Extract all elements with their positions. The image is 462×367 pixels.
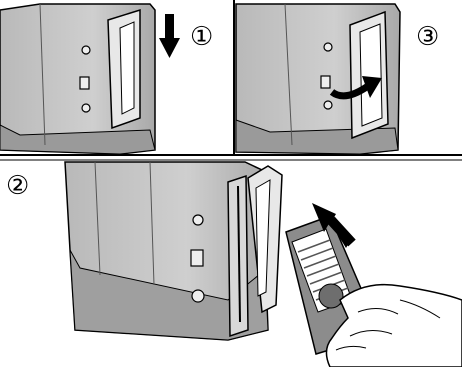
terminal-square-icon bbox=[190, 249, 204, 267]
terminal-square-icon bbox=[79, 76, 90, 90]
camera-bottom-1 bbox=[0, 124, 156, 155]
card-slot bbox=[227, 174, 249, 338]
terminal-circle-icon bbox=[81, 103, 91, 113]
terminal-circle-icon bbox=[191, 289, 205, 303]
step-number-1: ① bbox=[190, 22, 213, 52]
terminal-square-icon bbox=[320, 75, 331, 89]
terminal-circle-icon bbox=[323, 42, 333, 52]
panel-dividers bbox=[0, 0, 462, 161]
panel-step-3: ③ bbox=[235, 3, 439, 155]
curved-arrow-icon bbox=[329, 76, 382, 100]
step-number-3: ③ bbox=[416, 22, 439, 52]
terminal-circle-icon bbox=[192, 214, 204, 226]
hand-illustration bbox=[325, 283, 462, 367]
panel-step-2: ② bbox=[6, 161, 462, 367]
terminal-circle-icon bbox=[81, 45, 91, 55]
arrow-down-icon bbox=[159, 14, 180, 58]
step-number-2: ② bbox=[6, 171, 29, 201]
arrow-up-left-icon bbox=[312, 203, 356, 248]
panel-step-1: ① bbox=[0, 3, 213, 155]
terminal-circle-icon bbox=[323, 100, 333, 110]
